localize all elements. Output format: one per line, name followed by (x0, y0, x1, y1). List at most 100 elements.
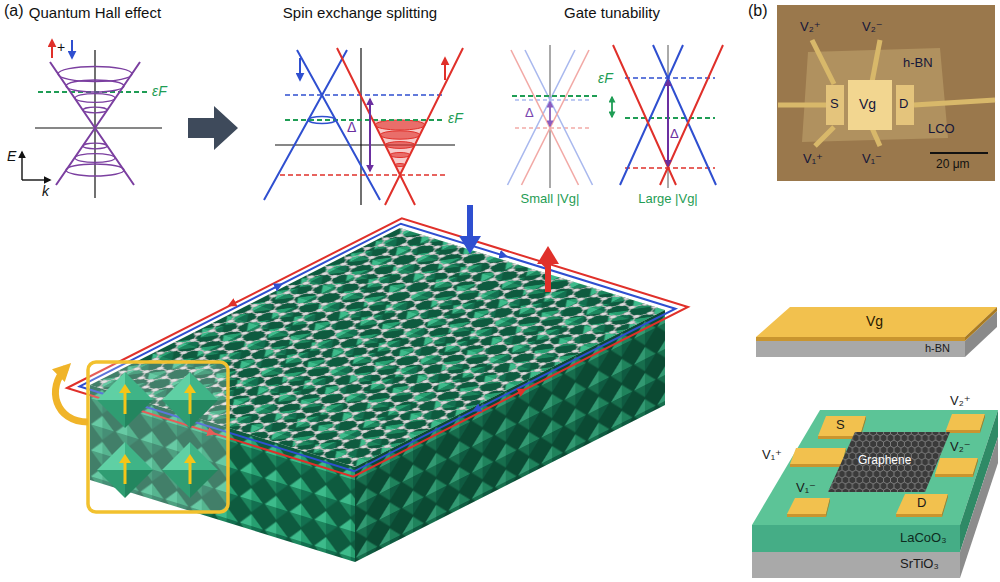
gate-voltage-label: Small |Vg| (521, 192, 580, 207)
contact-pad-face (980, 414, 985, 433)
pad-label: V₂⁻ (950, 440, 971, 455)
gate-tunability-band-diagram (515, 99, 590, 100)
quantum-hall-band-diagram (83, 107, 107, 113)
device-micrograph (778, 40, 995, 146)
graphene-on-lacoo3-illustration (97, 442, 125, 470)
photo-label: S (830, 97, 839, 112)
gate-tunability-band-diagram (550, 45, 551, 188)
graphene-on-lacoo3-illustration (545, 262, 551, 292)
spin-split-band-diagram (360, 48, 361, 205)
graphene-sheet-face (828, 432, 950, 492)
graphene-sheet: Graphene (826, 430, 952, 495)
gap-label: Δ (347, 119, 356, 135)
contact-pad-face (826, 498, 830, 517)
graphene-on-lacoo3-illustration (119, 384, 131, 393)
gate-tunability-band-diagram (508, 45, 724, 188)
axis-label: E (7, 148, 16, 164)
photo-label: LCO (928, 122, 955, 137)
scale-bar-label: 20 μm (936, 158, 970, 172)
panel-letter: (a) (4, 2, 24, 20)
graphene-on-lacoo3-illustration (537, 246, 559, 264)
gate-tunability-band-diagram (512, 95, 600, 97)
spin-split-band-diagram (299, 58, 301, 80)
graphene-on-lacoo3-illustration (88, 362, 228, 512)
spin-split-band-diagram (380, 131, 420, 139)
graphene-sheet-face (828, 432, 950, 492)
spin-split-band-diagram (375, 120, 425, 167)
spin-split-band-diagram (264, 50, 380, 200)
graphene-on-lacoo3-illustration (55, 368, 88, 422)
contact-pad-face (942, 494, 948, 517)
contact-pad: V₂⁻ (933, 438, 981, 479)
device-micrograph (896, 85, 914, 125)
graphene-on-lacoo3-illustration (162, 470, 190, 498)
graphene-on-lacoo3-illustration (119, 454, 131, 463)
gate-tunability-band-diagram (549, 102, 551, 126)
photo-label: V₁⁺ (803, 152, 823, 167)
gap-label: Δ (525, 106, 534, 121)
contact-pad: D (894, 492, 950, 518)
device-micrograph (812, 40, 834, 84)
device-micrograph (872, 128, 880, 146)
graphene-on-lacoo3-illustration (125, 372, 153, 400)
graphene-on-lacoo3-illustration (474, 406, 483, 411)
device-micrograph (777, 5, 995, 181)
gate-tunability-band-diagram (625, 167, 715, 169)
graphene-on-lacoo3-illustration (205, 261, 549, 434)
graphene-on-lacoo3-illustration (97, 372, 125, 400)
panel-letter: (b) (748, 2, 768, 20)
substrate-face (960, 437, 998, 578)
graphene-on-lacoo3-illustration (97, 400, 125, 428)
layer-label: SrTiO₃ (900, 557, 939, 572)
contact-pad: V₁⁺ (758, 446, 848, 470)
graphene-on-lacoo3-illustration (516, 390, 525, 395)
contact-pad-face (790, 448, 846, 464)
graphene-on-lacoo3-illustration (124, 462, 127, 484)
photo-label: V₂⁻ (862, 20, 883, 35)
quantum-hall-band-diagram (75, 154, 115, 163)
graphene-on-lacoo3-illustration (119, 384, 196, 484)
device-micrograph (930, 152, 988, 154)
contact-pad-face (935, 474, 973, 477)
gap-label: Δ (670, 127, 679, 142)
contact-pad-face (790, 464, 842, 467)
quantum-hall-band-diagram (75, 94, 115, 103)
lacoo3-film-face (752, 410, 998, 525)
contact-pad-face (935, 458, 978, 474)
device-micrograph (848, 80, 892, 130)
substrate-shape (752, 437, 998, 578)
pad-label: V₁⁻ (796, 481, 816, 496)
device-micrograph (914, 100, 995, 105)
quantum-hall-band-diagram (58, 67, 132, 177)
panel-title: Spin exchange splitting (283, 4, 437, 21)
graphene-on-lacoo3-illustration (124, 392, 127, 414)
axis-label: k (42, 183, 49, 199)
gate-tunability-band-diagram (667, 80, 669, 166)
spin-split-band-diagram (275, 144, 455, 145)
layer-label: Vg (866, 313, 883, 329)
graphene-on-lacoo3-illustration (184, 454, 196, 463)
device-micrograph (826, 85, 844, 125)
graphene-on-lacoo3-illustration (162, 372, 190, 400)
progress-arrow (188, 106, 238, 150)
pad-label: S (836, 418, 845, 433)
fermi-level-label: εF (598, 70, 613, 86)
gate-tunability-band-diagram (511, 50, 589, 185)
graphene-on-lacoo3-illustration (190, 470, 218, 498)
contact-pad: V₂⁺ (944, 393, 988, 435)
layer-label: Graphene (858, 454, 911, 468)
layer-label: LaCoO₃ (900, 531, 946, 546)
graphene-on-lacoo3-illustration (272, 284, 281, 289)
gate-tunability-band-diagram (625, 77, 715, 79)
photo-label: D (899, 97, 908, 112)
graphene-on-lacoo3-illustration (190, 400, 218, 428)
spin-split-band-diagram (308, 117, 336, 124)
photo-label: h-BN (903, 56, 933, 71)
substrate: SrTiO₃ (752, 437, 998, 578)
graphene-on-lacoo3-illustration (184, 384, 196, 393)
spin-split-band-diagram (369, 99, 371, 171)
graphene-on-lacoo3-illustration (125, 442, 153, 470)
gate-electrode: Vg (756, 307, 997, 341)
contact-pad-face (946, 430, 980, 433)
